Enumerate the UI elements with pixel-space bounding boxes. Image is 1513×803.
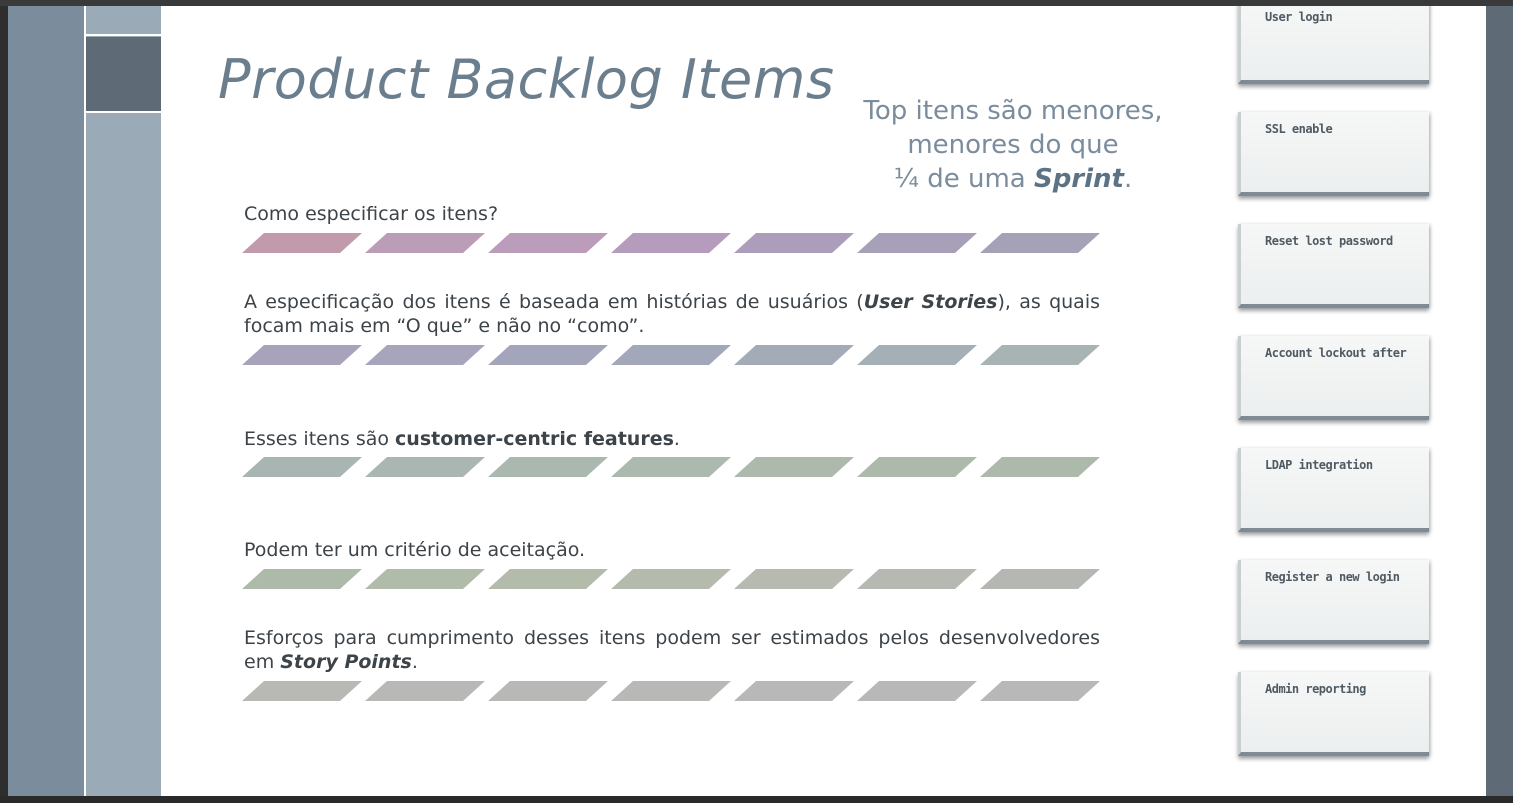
story-points-emphasis: Story Points: [280, 651, 412, 673]
subtitle-line-2: menores do que: [907, 130, 1119, 160]
backlog-card: LDAP integration: [1238, 448, 1429, 532]
left-band-outer: [8, 6, 84, 796]
stripe-row-2: [242, 345, 1100, 365]
stripe-row-3: [242, 457, 1100, 477]
stripe-parallelogram: [611, 345, 731, 365]
stripe-parallelogram: [488, 457, 608, 477]
stripe-parallelogram: [980, 233, 1100, 253]
stripe-parallelogram: [611, 233, 731, 253]
stripe-parallelogram: [857, 233, 977, 253]
left-band-divider: [84, 6, 86, 796]
paragraph-story-points-prefix: Esforços para cumprimento desses itens p…: [244, 627, 1100, 673]
paragraph-user-stories: A especificação dos itens é baseada em h…: [244, 290, 1100, 338]
paragraph-how-to-specify: Como especificar os itens?: [244, 203, 499, 225]
backlog-card-label: Admin reporting: [1265, 682, 1366, 696]
paragraph-customer-centric-prefix: Esses itens são: [244, 428, 396, 450]
stripe-parallelogram: [734, 345, 854, 365]
left-band-dark-block: [86, 37, 161, 111]
paragraph-user-stories-prefix: A especificação dos itens é baseada em h…: [244, 291, 864, 313]
stripe-parallelogram: [242, 569, 362, 589]
stripe-parallelogram: [734, 233, 854, 253]
backlog-card-label: SSL enable: [1265, 122, 1333, 136]
stripe-parallelogram: [857, 681, 977, 701]
backlog-card: Register a new login: [1238, 560, 1429, 644]
stripe-parallelogram: [365, 569, 485, 589]
stripe-parallelogram: [242, 457, 362, 477]
slide-title: Product Backlog Items: [218, 48, 835, 111]
subtitle-sprint-emphasis: Sprint: [1033, 164, 1124, 194]
paragraph-story-points: Esforços para cumprimento desses itens p…: [244, 626, 1100, 674]
window-top-border: [0, 0, 1513, 6]
subtitle-line-3-prefix: ¼ de uma: [893, 164, 1034, 194]
backlog-card: User login: [1238, 6, 1429, 84]
subtitle-line-3-suffix: .: [1123, 164, 1133, 194]
slide-subtitle: Top itens são menores, menores do que ¼ …: [848, 94, 1178, 196]
stripe-parallelogram: [488, 681, 608, 701]
stripe-parallelogram: [242, 681, 362, 701]
stripe-row-4: [242, 569, 1100, 589]
backlog-card-label: User login: [1265, 10, 1333, 24]
backlog-card: Account lockout after: [1238, 336, 1429, 420]
left-band-inner: [86, 6, 161, 796]
stripe-parallelogram: [488, 233, 608, 253]
stripe-parallelogram: [611, 569, 731, 589]
user-stories-emphasis: User Stories: [863, 291, 998, 313]
customer-centric-emphasis: customer-centric features: [395, 428, 674, 450]
stripe-parallelogram: [980, 681, 1100, 701]
stripe-parallelogram: [488, 345, 608, 365]
stripe-parallelogram: [857, 457, 977, 477]
stripe-parallelogram: [242, 233, 362, 253]
left-band-line-top: [86, 34, 161, 36]
paragraph-customer-centric: Esses itens são customer-centric feature…: [244, 427, 1100, 451]
window-bottom-border: [0, 796, 1513, 803]
window-left-border: [0, 6, 8, 803]
stripe-parallelogram: [365, 233, 485, 253]
stripe-parallelogram: [980, 457, 1100, 477]
backlog-card-label: LDAP integration: [1265, 458, 1373, 472]
stripe-parallelogram: [857, 569, 977, 589]
backlog-card-label: Reset lost password: [1265, 234, 1393, 248]
stripe-parallelogram: [365, 681, 485, 701]
backlog-card-label: Account lockout after: [1265, 346, 1407, 360]
paragraph-customer-centric-suffix: .: [673, 428, 680, 450]
stripe-parallelogram: [734, 681, 854, 701]
right-band: [1486, 6, 1513, 796]
stripe-parallelogram: [734, 457, 854, 477]
stripe-parallelogram: [980, 345, 1100, 365]
stripe-parallelogram: [611, 681, 731, 701]
stripe-row-5: [242, 681, 1100, 701]
subtitle-line-1: Top itens são menores,: [863, 96, 1163, 126]
backlog-card: Reset lost password: [1238, 224, 1429, 308]
paragraph-acceptance-criteria: Podem ter um critério de aceitação.: [244, 539, 586, 561]
stripe-parallelogram: [857, 345, 977, 365]
stripe-parallelogram: [734, 569, 854, 589]
stripe-row-1: [242, 233, 1100, 253]
subtitle-line-3: ¼ de uma Sprint.: [848, 162, 1178, 196]
paragraph-user-stories-suffix: ), as quais focam mais em “O que” e não …: [244, 291, 1100, 337]
stripe-parallelogram: [365, 345, 485, 365]
left-band-line-bottom: [86, 111, 161, 113]
stripe-parallelogram: [488, 569, 608, 589]
backlog-cards-stack: User login SSL enable Reset lost passwor…: [1234, 6, 1434, 760]
backlog-card: Admin reporting: [1238, 672, 1429, 756]
slide-canvas: Product Backlog Items Top itens são meno…: [8, 6, 1513, 796]
stripe-parallelogram: [365, 457, 485, 477]
paragraph-story-points-suffix: .: [411, 651, 418, 673]
backlog-card-label: Register a new login: [1265, 570, 1400, 584]
stripe-parallelogram: [980, 569, 1100, 589]
stripe-parallelogram: [611, 457, 731, 477]
stripe-parallelogram: [242, 345, 362, 365]
backlog-card: SSL enable: [1238, 112, 1429, 196]
